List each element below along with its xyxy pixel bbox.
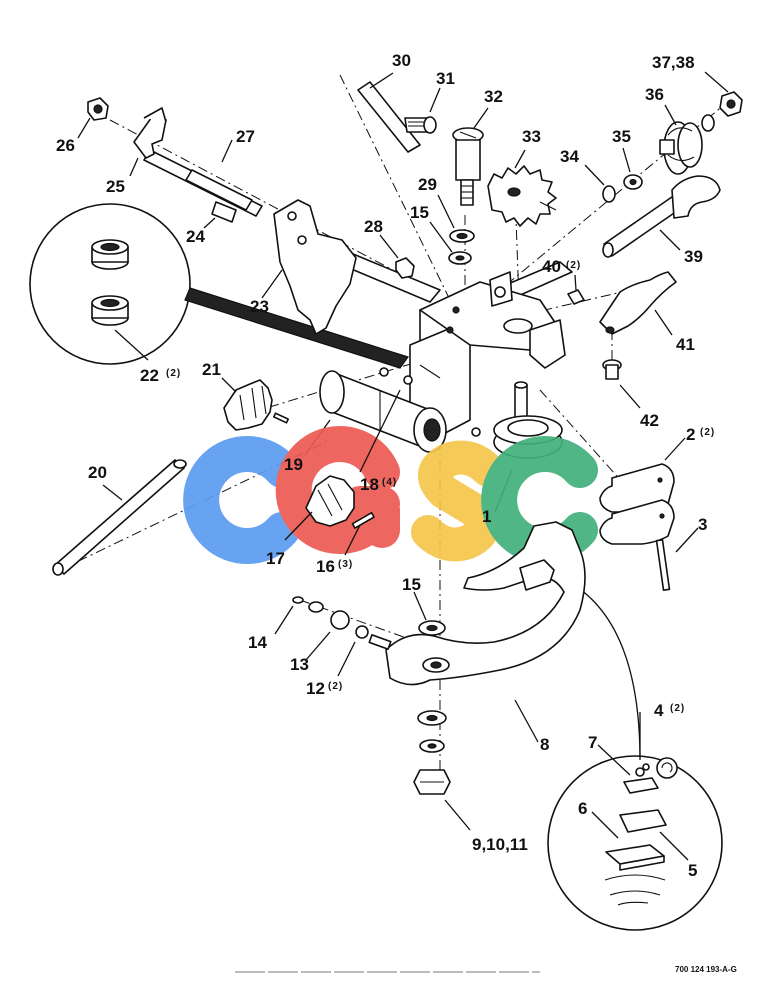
label-28: 28: [364, 217, 383, 236]
label-32: 32: [484, 87, 503, 106]
label-23: 23: [250, 297, 269, 316]
label-9-10-11: 9,10,11: [472, 835, 528, 854]
drawing-code: 700 124 193-A-G: [675, 965, 737, 974]
label-26: 26: [56, 136, 75, 155]
part-33-gear: [487, 149, 557, 227]
part-30-pin: [357, 72, 421, 153]
bushing-upper: [91, 239, 129, 270]
part-24-bushing: [203, 201, 237, 229]
detail-circle-bushings: [29, 203, 409, 369]
label-13: 13: [290, 655, 309, 674]
part-27-shaft: [143, 139, 263, 217]
bushing-lower: [91, 295, 129, 326]
rivet-7: [623, 763, 659, 794]
label-29: 29: [418, 175, 437, 194]
label-14: 14: [248, 633, 267, 652]
part-16-pin: [344, 511, 375, 556]
label-7: 7: [588, 733, 597, 752]
label-16: 16: [316, 557, 335, 576]
callout-labels: 30 31 32 33 34 35 36 37,38 29 15 28 27 2…: [56, 51, 715, 880]
part-2-forks: [599, 437, 686, 545]
watermark-cgsc: [183, 426, 598, 564]
part-15-washer-lower: [413, 591, 446, 636]
label-5: 5: [688, 861, 697, 880]
part-42-pin: [602, 359, 641, 409]
label-6: 6: [578, 799, 587, 818]
label-19: 19: [284, 455, 303, 474]
label-20: 20: [88, 463, 107, 482]
label-25: 25: [106, 177, 125, 196]
label-36: 36: [645, 85, 664, 104]
label-37-38: 37,38: [652, 53, 695, 72]
label-34: 34: [560, 147, 579, 166]
part-40-bolt: [567, 274, 585, 305]
label-8: 8: [540, 735, 549, 754]
label-30: 30: [392, 51, 411, 70]
part-41-arm: [599, 271, 677, 336]
label-41: 41: [676, 335, 695, 354]
watermark-letter-c1: [183, 436, 300, 564]
label-2-qty: (2): [700, 427, 715, 438]
knife-plate: [605, 809, 667, 871]
label-22-qty: (2): [166, 368, 181, 379]
part-26-nut: [77, 97, 109, 139]
label-12: 12: [306, 679, 325, 698]
label-33: 33: [522, 127, 541, 146]
part-20-shaft: [52, 459, 187, 576]
label-16-qty: (3): [338, 559, 353, 570]
part-34-35-washers: [584, 147, 643, 203]
label-17: 17: [266, 549, 285, 568]
label-18: 18: [360, 475, 379, 494]
part-21-gear: [221, 377, 289, 431]
part-15-washer-upper: [429, 221, 472, 265]
label-15-lower: 15: [402, 575, 421, 594]
part-17-gear: [284, 475, 355, 541]
part-32-pivot-pin: [452, 107, 489, 206]
label-4-qty: (2): [670, 703, 685, 714]
label-2: 2: [686, 425, 695, 444]
label-42: 42: [640, 411, 659, 430]
part-31-bolt: [404, 87, 441, 134]
detail-circle-knife: [547, 574, 723, 931]
label-4: 4: [654, 701, 664, 720]
label-40-qty: (2): [566, 260, 581, 271]
label-3: 3: [698, 515, 707, 534]
label-31: 31: [436, 69, 455, 88]
part-29-washer: [437, 194, 475, 243]
label-27: 27: [236, 127, 255, 146]
part-23-arm: [261, 199, 357, 335]
label-1: 1: [482, 507, 491, 526]
label-12-qty: (2): [328, 681, 343, 692]
label-18-qty: (4): [382, 477, 397, 488]
part-39-crank-shaft: [602, 175, 721, 258]
part-3-pin: [655, 527, 699, 591]
label-22: 22: [140, 366, 159, 385]
part-12-13-14-hardware: [274, 596, 392, 677]
part-36-pulley: [659, 104, 703, 175]
label-24: 24: [186, 227, 205, 246]
part-25-bracket: [129, 107, 167, 177]
watermark-letter-s: [411, 440, 505, 562]
label-21: 21: [202, 360, 221, 379]
part-9-10-11-fasteners: [413, 710, 471, 831]
part-8-lower-arm: [385, 521, 586, 743]
label-39: 39: [684, 247, 703, 266]
label-40: 40: [542, 257, 561, 276]
part-18-keys: [359, 367, 481, 473]
part-37-38-nut: [701, 71, 743, 132]
label-15-upper: 15: [410, 203, 429, 222]
watermark-letter-g: [275, 426, 400, 554]
part-28-nut: [379, 234, 415, 279]
label-35: 35: [612, 127, 631, 146]
